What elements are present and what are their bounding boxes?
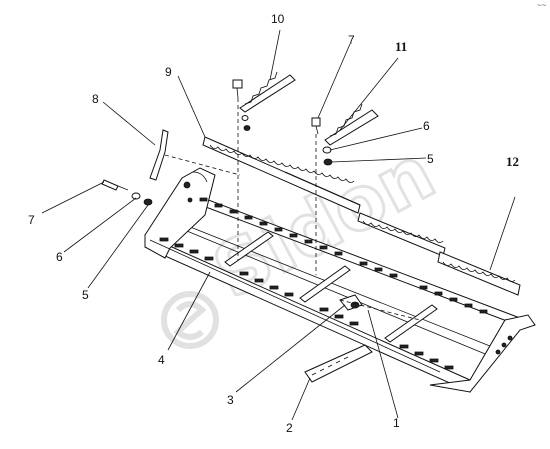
left-end-plate	[144, 167, 216, 259]
part-6-washer-left	[131, 192, 141, 200]
part-7-bolt-left	[101, 179, 129, 191]
callout-3: 3	[227, 393, 234, 407]
washer-top-1	[241, 115, 249, 121]
assembly-line-3	[164, 154, 241, 176]
callout-7-top: 7	[348, 33, 355, 47]
callout-1: 1	[393, 416, 400, 430]
callout-12: 12	[506, 154, 519, 169]
cross-member-3	[384, 304, 438, 343]
callout-9: 9	[165, 65, 172, 79]
left-adjust-arc	[192, 171, 208, 183]
cross-member-2	[299, 265, 351, 303]
part-8-bent-arm	[149, 129, 169, 181]
lower-slots	[159, 237, 454, 370]
corner-mark: ~~	[537, 1, 547, 10]
callout-4: 4	[158, 353, 165, 367]
callout-labels: 1 2 3 4 5 5 6 6 7 7 8 9 10 11 12	[28, 12, 519, 435]
part-2-support-strip	[304, 344, 373, 383]
callout-11: 11	[395, 39, 407, 54]
part-10-blade	[239, 71, 296, 113]
callout-8: 8	[92, 92, 99, 106]
callout-5-right: 5	[427, 152, 434, 166]
callout-10: 10	[271, 12, 285, 26]
leader-lines	[41, 29, 516, 421]
nut-top-1	[243, 125, 251, 131]
center-bracket	[339, 294, 363, 311]
part-11-blade	[324, 103, 379, 146]
part-7-bolt-top	[232, 79, 243, 99]
callout-6-right: 6	[423, 119, 430, 133]
main-frame	[144, 167, 536, 393]
callout-7-left: 7	[28, 213, 35, 227]
part-7-bolt-right	[311, 117, 321, 135]
callout-5-left: 5	[82, 288, 89, 302]
part-6-washer-right	[322, 146, 332, 154]
cross-member-1	[224, 231, 274, 267]
part-12-guard-sections	[357, 212, 521, 296]
callout-6-left: 6	[56, 250, 63, 264]
part-5-nut-right	[323, 158, 333, 166]
callout-2: 2	[286, 421, 293, 435]
upper-slots	[199, 197, 488, 314]
right-end-plate	[429, 314, 536, 393]
part-5-nut-left	[143, 198, 153, 206]
